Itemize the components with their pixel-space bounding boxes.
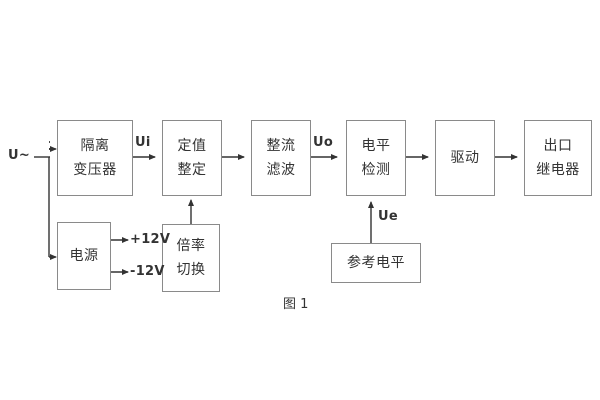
block-isolation-transformer-line1: 隔离 [80,137,110,154]
block-power-supply-line1: 电源 [69,247,99,264]
block-reference-level: 参考电平 [331,243,421,283]
block-multiplier-switch-line2: 切换 [176,262,206,278]
block-reference-level-line1: 参考电平 [347,254,405,271]
block-level-detect: 电平 检测 [346,120,406,196]
block-rectify-filter-line1: 整流 [266,137,296,154]
block-drive: 驱动 [435,120,495,196]
block-rectify-filter: 整流 滤波 [251,120,311,196]
block-output-relay-line1: 出口 [543,137,573,154]
input-label-u: U~ [8,148,31,163]
rail-label-negative: -12V [130,264,165,279]
input-bus-wire [34,156,50,257]
block-multiplier-switch: 倍率 切换 [162,224,220,292]
block-power-supply: 电源 [57,222,111,290]
block-setting-value-line1: 定值 [177,137,207,154]
block-rectify-filter-line2: 滤波 [266,162,296,178]
signal-label-uo: Uo [313,135,334,150]
block-isolation-transformer: 隔离 变压器 [57,120,133,196]
rail-label-positive: +12V [130,232,171,247]
block-level-detect-line2: 检测 [361,162,391,178]
block-level-detect-line1: 电平 [361,137,391,154]
signal-label-ui: Ui [135,135,151,150]
block-isolation-transformer-line2: 变压器 [73,162,117,178]
block-setting-value: 定值 整定 [162,120,222,196]
block-output-relay-line2: 继电器 [536,162,580,178]
block-output-relay: 出口 继电器 [524,120,592,196]
block-drive-line1: 驱动 [450,149,480,166]
block-multiplier-switch-line1: 倍率 [176,237,206,254]
figure-caption: 图 1 [283,297,309,312]
signal-label-ue: Ue [378,209,398,224]
block-setting-value-line2: 整定 [177,162,207,178]
